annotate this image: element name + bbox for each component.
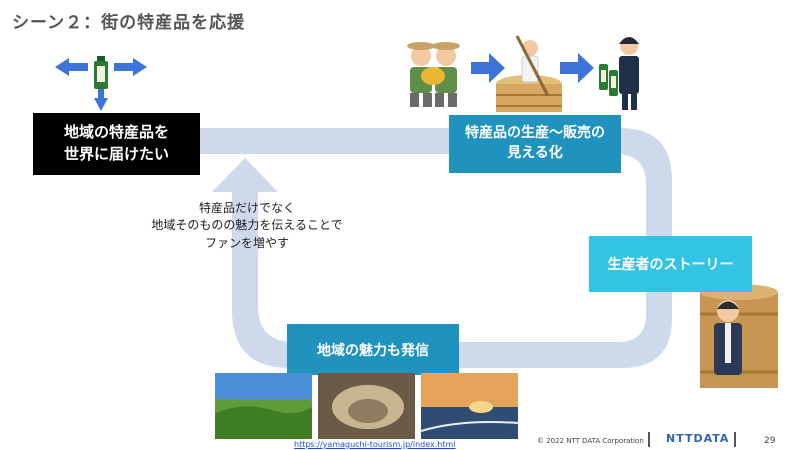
nttdata-logo: NTTDATA [666,432,730,445]
sunset-bridge-photo [421,373,518,439]
goal-box: 地域の特産品を 世界に届けたい [33,113,200,175]
goal-box-line1: 地域の特産品を [63,123,169,142]
loop-arrow [200,128,672,368]
visible-box: 特産品の生産〜販売の 見える化 [449,115,621,173]
story-box: 生産者のストーリー [589,236,752,292]
page-number: 29 [764,436,776,446]
flow-arrow-1-icon [471,53,505,83]
copyright-text: © 2022 NTT DATA Corporation [537,437,644,445]
loop-arrowhead [212,158,278,192]
spread-arrows [55,58,147,111]
seller-illustration [599,37,639,110]
visible-box-line1: 特産品の生産〜販売の [465,125,605,142]
brewer-illustration [700,284,778,388]
source-link[interactable]: https://yamaguchi-tourism.jp/index.html [294,440,456,449]
note-text: 特産品だけでなく 地域そのものの魅力を伝えることで ファンを増やす [142,200,352,252]
dev-box: 地域の魅力も発信 [287,324,459,375]
slide-title: シーン２：街の特産品を応援 [12,13,246,33]
sake-barrel-illustration [496,35,562,112]
flow-arrow-2-icon [560,53,594,83]
goal-box-line2: 世界に届けたい [63,145,169,163]
note-line3: ファンを増やす [204,235,289,250]
footer-divider [648,432,650,447]
note-line1: 特産品だけでなく [198,201,295,215]
visible-box-line2: 見える化 [507,145,563,161]
note-line2: 地域そのものの魅力を伝えることで [151,218,343,233]
sake-bottle-icon [94,56,108,89]
farmers-illustration [407,42,460,107]
cave-photo [318,373,415,439]
footer-divider [734,432,736,447]
green-hills-photo [215,373,312,439]
